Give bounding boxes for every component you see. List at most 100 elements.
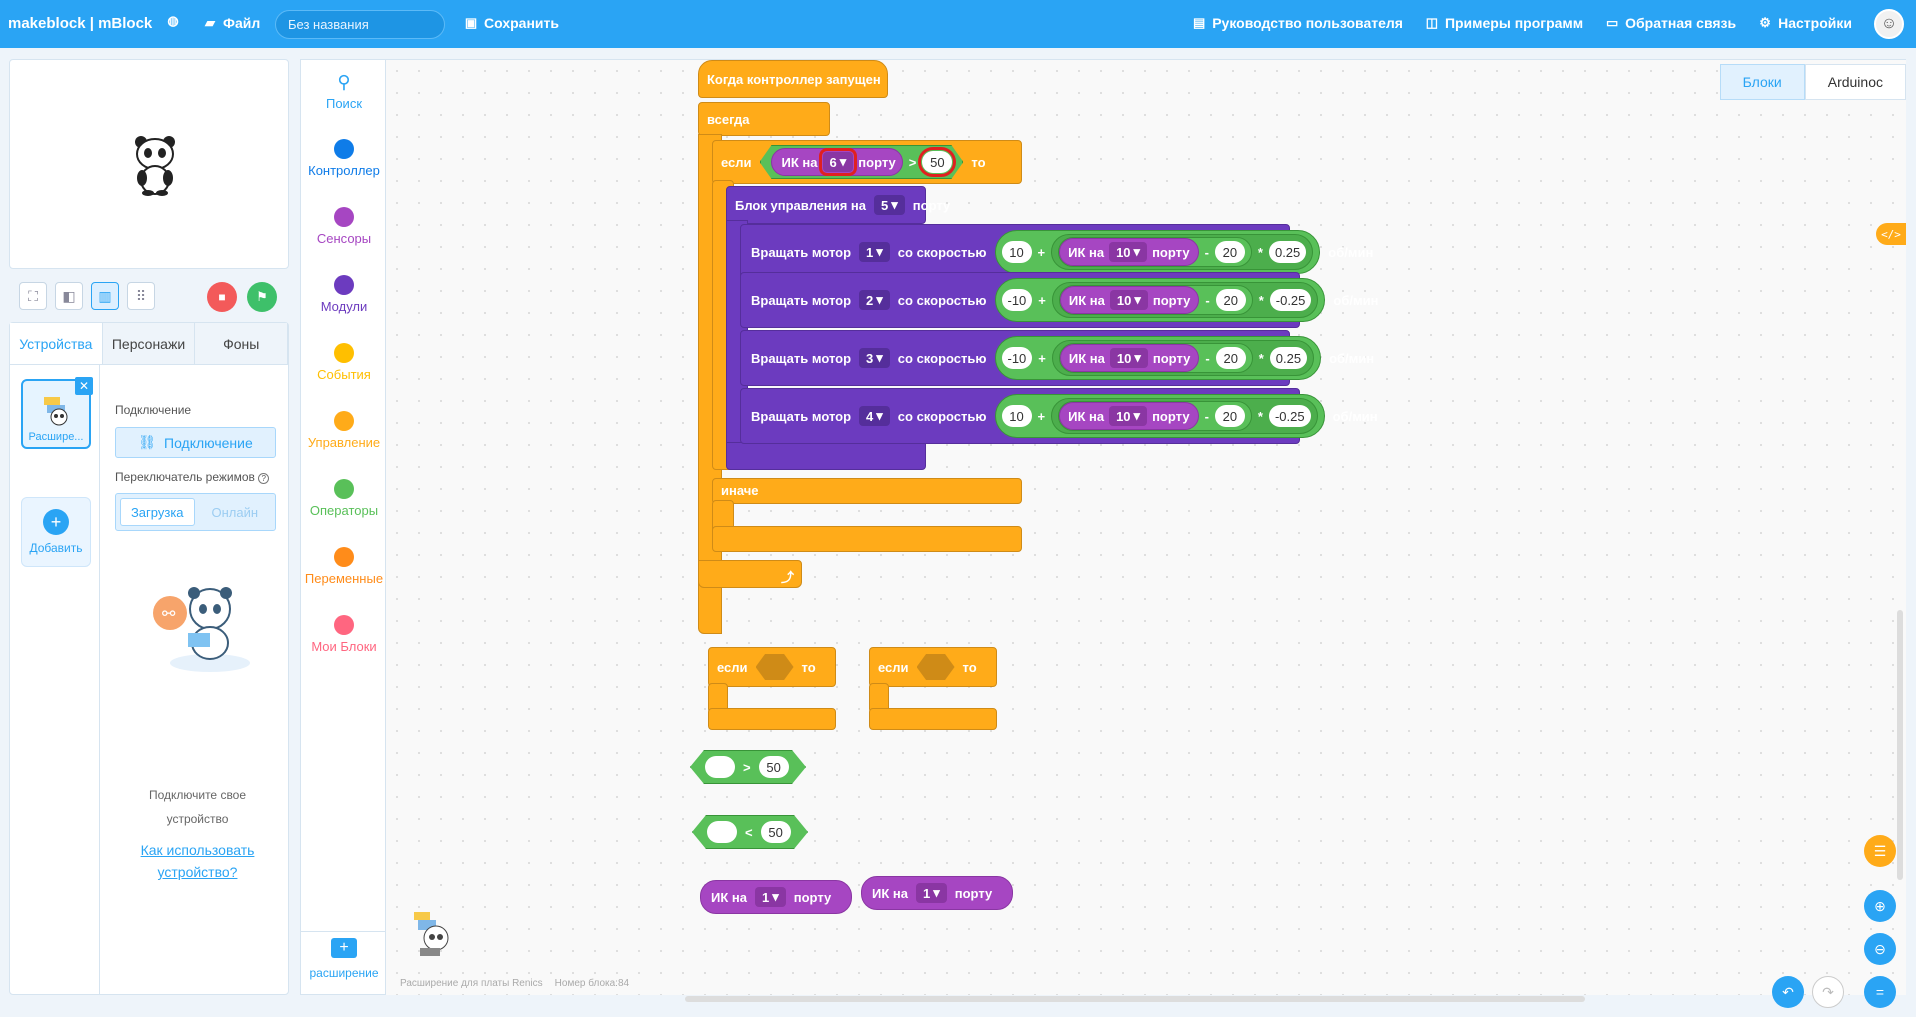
- stage-preview[interactable]: [9, 59, 289, 269]
- upload-mode-button[interactable]: Загрузка: [120, 498, 195, 526]
- tab-blocks[interactable]: Блоки: [1719, 64, 1805, 100]
- category-events[interactable]: События: [301, 343, 387, 382]
- motor-4-offset-input[interactable]: 20: [1214, 405, 1245, 427]
- device-card[interactable]: ✕ Расшире...: [21, 377, 93, 449]
- settings-link[interactable]: ⚙Настройки: [1758, 15, 1852, 31]
- motor-2-base-input[interactable]: -10: [1001, 289, 1033, 311]
- small-stage-button[interactable]: ◧: [55, 282, 83, 310]
- gt-left-input[interactable]: [705, 756, 735, 778]
- tab-backdrops[interactable]: Фоны: [195, 323, 289, 364]
- clean-up-button[interactable]: ☰: [1864, 835, 1896, 867]
- undo-button[interactable]: ↶: [1772, 976, 1804, 1008]
- add-device-button[interactable]: + Добавить: [21, 497, 91, 567]
- live-mode-button[interactable]: Онлайн: [211, 504, 259, 520]
- redo-button[interactable]: ↷: [1812, 976, 1844, 1008]
- fullscreen-button[interactable]: ⛶: [19, 282, 47, 310]
- motor-block-3[interactable]: Вращать мотор 3▾ со скоростью -10+ ИК на…: [740, 330, 1374, 386]
- category-search[interactable]: ⚲Поиск: [301, 72, 387, 111]
- ir1-port-dropdown[interactable]: 1▾: [754, 887, 786, 907]
- category-my-blocks[interactable]: Мои Блоки: [301, 615, 387, 654]
- feedback-link[interactable]: ▭Обратная связь: [1605, 15, 1736, 31]
- green-flag-button[interactable]: ⚑: [247, 282, 277, 312]
- motor-4-dropdown[interactable]: 4▾: [859, 406, 890, 426]
- motor-3-base-input[interactable]: -10: [1001, 347, 1033, 369]
- forever-block[interactable]: всегда: [698, 102, 830, 136]
- user-avatar[interactable]: ☺: [1874, 9, 1904, 39]
- extension-button[interactable]: + расширение: [301, 938, 387, 980]
- language-button[interactable]: ◍: [166, 13, 180, 28]
- zoom-in-button[interactable]: ⊕: [1864, 890, 1896, 922]
- motor-1-base-input[interactable]: 10: [1001, 241, 1032, 263]
- motor-1-dropdown[interactable]: 1▾: [859, 242, 890, 262]
- motor-3-factor-input[interactable]: 0.25: [1269, 347, 1308, 369]
- tab-sprites[interactable]: Персонажи: [102, 323, 196, 364]
- code-toggle-button[interactable]: </>: [1876, 223, 1906, 245]
- motor-block-2[interactable]: Вращать мотор 2▾ со скоростью -10+ ИК на…: [740, 272, 1378, 328]
- motor-1-offset-input[interactable]: 20: [1214, 241, 1245, 263]
- examples-link[interactable]: ◫Примеры программ: [1425, 15, 1583, 31]
- ir-port-dropdown[interactable]: 6▾: [823, 152, 854, 172]
- greater-than-reporter[interactable]: >50: [690, 750, 806, 784]
- category-modules[interactable]: Модули: [301, 275, 387, 314]
- hat-block-controller-start[interactable]: Когда контроллер запущен: [698, 60, 888, 98]
- lt-right-input[interactable]: 50: [761, 821, 791, 843]
- horizontal-scrollbar[interactable]: [685, 996, 1585, 1002]
- category-operators[interactable]: Операторы: [301, 479, 387, 518]
- motor-3-dropdown[interactable]: 3▾: [859, 348, 890, 368]
- tab-devices[interactable]: Устройства: [10, 323, 103, 364]
- category-controller[interactable]: Контроллер: [301, 139, 387, 178]
- less-than-reporter[interactable]: <50: [692, 815, 808, 849]
- motor-2-offset-input[interactable]: 20: [1215, 289, 1246, 311]
- category-control[interactable]: Управление: [301, 411, 387, 450]
- motor-2-factor-input[interactable]: -0.25: [1269, 289, 1312, 311]
- vertical-scrollbar[interactable]: [1897, 610, 1903, 880]
- connect-button[interactable]: ⛓Подключение: [115, 427, 276, 458]
- grid-stage-button[interactable]: ⠿: [127, 282, 155, 310]
- category-variables[interactable]: Переменные: [301, 547, 387, 586]
- save-button[interactable]: ▣Сохранить: [464, 15, 559, 31]
- if-else-block[interactable]: если ИК на 6▾ порту > 50 то: [712, 140, 1022, 184]
- user-guide-link[interactable]: ▤Руководство пользователя: [1192, 15, 1403, 31]
- motor-3-ir-dropdown[interactable]: 10▾: [1109, 348, 1148, 368]
- motor-2-dropdown[interactable]: 2▾: [859, 290, 890, 310]
- motor-1-ir-dropdown[interactable]: 10▾: [1109, 242, 1148, 262]
- lt-left-input[interactable]: [707, 821, 737, 843]
- threshold-input[interactable]: 50: [922, 151, 952, 173]
- motor-1-factor-input[interactable]: 0.25: [1268, 241, 1307, 263]
- category-sensors[interactable]: Сенсоры: [301, 207, 387, 246]
- help-icon[interactable]: ?: [258, 473, 270, 484]
- motor-2-ir-dropdown[interactable]: 10▾: [1109, 290, 1148, 310]
- motor-4-factor-input[interactable]: -0.25: [1268, 405, 1311, 427]
- gt-right-input[interactable]: 50: [759, 756, 789, 778]
- remove-device-button[interactable]: ✕: [75, 377, 93, 395]
- ir2-port-dropdown[interactable]: 1▾: [915, 883, 947, 903]
- file-menu[interactable]: ▰Файл: [203, 15, 260, 31]
- zoom-out-button[interactable]: ⊖: [1864, 933, 1896, 965]
- condition-greater-than[interactable]: ИК на 6▾ порту > 50: [760, 145, 964, 179]
- zoom-reset-button[interactable]: =: [1864, 976, 1896, 1008]
- motor-3-offset-input[interactable]: 20: [1215, 347, 1246, 369]
- motor-4-base-input[interactable]: 10: [1001, 405, 1032, 427]
- tab-arduino-code[interactable]: Arduinoc: [1804, 64, 1906, 100]
